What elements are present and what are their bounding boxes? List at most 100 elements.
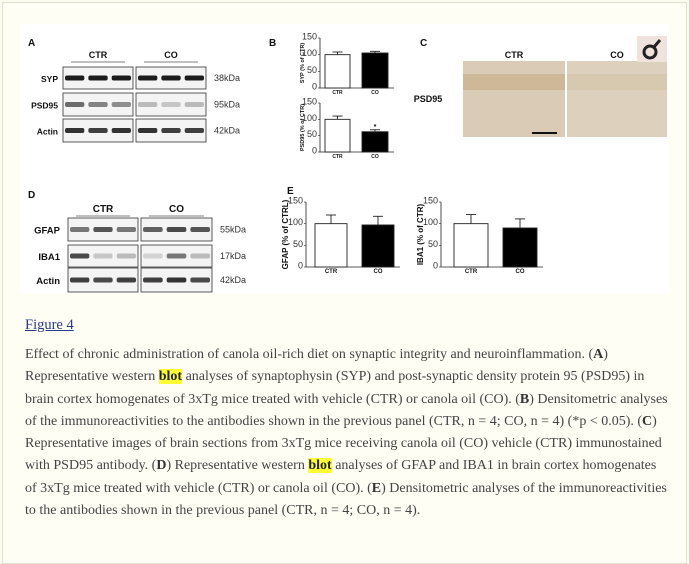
caption-text: ) Densitometric analyses of the immunore… — [25, 480, 667, 519]
y-tick-label: 150 — [288, 196, 303, 206]
highlighted-term: blot — [308, 458, 332, 474]
panel-label-d: D — [28, 190, 35, 201]
caption-text: Effect of chronic administration of cano… — [25, 347, 594, 362]
caption-text: analyses of GFAP and IBA1 in brain corte… — [25, 458, 657, 496]
blot-band — [184, 102, 204, 107]
group-label: CTR — [93, 204, 114, 215]
molecular-weight-label: 95kDa — [214, 100, 240, 110]
blot-band — [190, 227, 210, 232]
blot-band — [65, 128, 85, 133]
molecular-weight-label: 55kDa — [220, 225, 246, 235]
y-axis-label: IBA1 (% of CTR) — [416, 204, 425, 266]
y-tick-label: 100 — [423, 217, 438, 227]
x-tick-label: CTR — [332, 90, 343, 96]
y-tick-label: 50 — [428, 239, 438, 249]
blot-row-label: GFAP — [34, 226, 61, 237]
molecular-weight-label: 38kDa — [214, 73, 240, 83]
blot-row-label: Actin — [37, 127, 58, 137]
panel-label-b: B — [269, 38, 276, 49]
female-symbol-icon — [637, 36, 667, 62]
y-tick-label: 0 — [312, 82, 317, 92]
bar-ctr — [324, 54, 351, 89]
blot-band — [184, 75, 204, 81]
group-label: CTR — [89, 50, 108, 60]
logo-ring — [642, 44, 658, 60]
blot-band — [88, 75, 108, 81]
blot-band — [111, 102, 131, 107]
blot-band — [161, 102, 181, 107]
blot-band — [70, 253, 90, 259]
panel-label-e: E — [287, 186, 294, 197]
blot-band — [143, 227, 163, 232]
bar-ctr — [453, 223, 489, 268]
y-axis-label: GFAP (% of CTRL) — [281, 199, 290, 269]
molecular-weight-label: 17kDa — [220, 251, 246, 261]
blot-band — [70, 227, 90, 232]
y-tick-label: 50 — [307, 65, 317, 75]
x-tick-label: CO — [371, 90, 379, 96]
micrograph-image — [463, 61, 565, 137]
panel-reference: E — [371, 480, 382, 496]
blot-box — [135, 92, 207, 117]
bar-co — [502, 227, 538, 268]
blot-band — [138, 75, 158, 81]
x-tick-label: CO — [516, 269, 525, 275]
y-tick-label: 150 — [302, 32, 317, 42]
blot-band — [143, 253, 163, 259]
blot-band — [93, 253, 113, 259]
blot-band — [166, 277, 187, 283]
panel-label-a: A — [28, 38, 35, 49]
figure-link[interactable]: Figure 4 — [25, 317, 74, 333]
y-tick-label: 150 — [302, 97, 317, 107]
blot-band — [111, 128, 131, 133]
blot-band — [161, 128, 181, 133]
image-group-label: CO — [610, 50, 624, 60]
significance-marker: * — [374, 124, 377, 131]
blot-band — [166, 253, 187, 259]
blot-row-label: SYP — [41, 74, 58, 84]
y-tick-label: 150 — [423, 196, 438, 206]
blot-band — [116, 253, 136, 259]
caption-text: ) Densitometric analyses of the immunore… — [25, 391, 668, 429]
blot-band — [138, 102, 158, 107]
blot-band — [70, 277, 90, 283]
y-tick-label: 0 — [312, 146, 317, 156]
y-tick-label: 100 — [288, 217, 303, 227]
group-label: CO — [169, 204, 184, 215]
blot-band — [111, 75, 131, 81]
blot-band — [93, 227, 113, 232]
panel-reference: C — [642, 413, 653, 429]
stained-layer — [567, 74, 667, 90]
blot-band — [65, 75, 85, 81]
panel-reference: D — [156, 458, 167, 474]
blot-band — [143, 277, 163, 283]
bar-co — [361, 52, 389, 89]
blot-band — [138, 128, 158, 133]
blot-box — [67, 244, 139, 268]
blot-row-label: IBA1 — [38, 252, 60, 263]
blot-band — [184, 128, 204, 133]
caption-text: ) Representative images of brain section… — [25, 413, 662, 474]
blot-band — [88, 128, 108, 133]
bar-ctr — [314, 223, 348, 268]
stained-layer — [463, 74, 565, 90]
x-tick-label: CTR — [325, 269, 338, 275]
bar-ctr — [324, 118, 351, 153]
panel-reference: B — [519, 391, 530, 407]
bar-co — [361, 131, 389, 153]
bar-co — [361, 224, 395, 268]
blot-band — [190, 277, 210, 283]
micrograph-image — [567, 61, 667, 137]
figure-caption: Effect of chronic administration of cano… — [25, 344, 670, 522]
group-label: CO — [164, 50, 178, 60]
highlighted-term: blot — [158, 369, 183, 385]
blot-band — [161, 75, 181, 81]
blot-band — [190, 253, 210, 259]
y-axis-label: SYP (% of CTR) — [300, 43, 306, 84]
image-row-label: PSD95 — [414, 94, 443, 104]
